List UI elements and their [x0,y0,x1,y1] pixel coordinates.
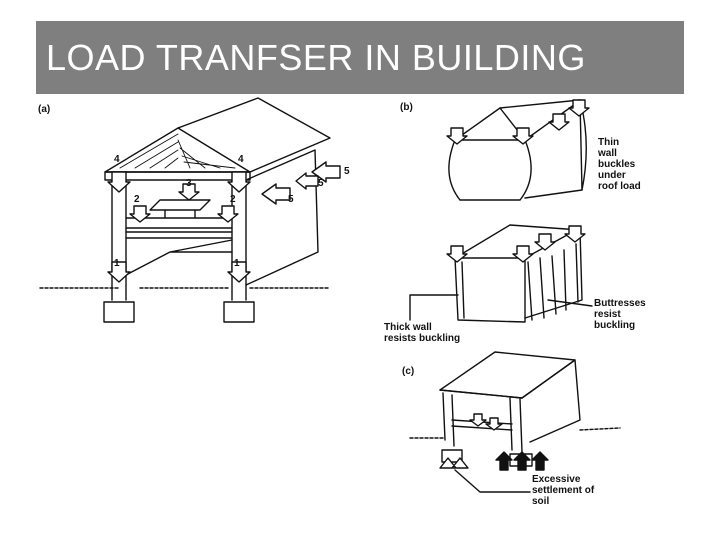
load-number: 5 [288,194,294,205]
buttresses-label: Buttresses resist buckling [594,298,646,331]
buckling-wall-drawing [409,99,593,323]
load-number: 1 [234,258,240,269]
load-number: 3 [186,178,192,189]
load-number: 2 [230,194,236,205]
title-bar: LOAD TRANFSER IN BUILDING [36,21,684,94]
load-number: 5 [344,166,350,177]
panel-b-label: (b) [400,102,413,113]
svg-text:settlement of: settlement of [532,485,595,496]
load-number: 4 [238,154,244,165]
panel-c-label: (c) [402,366,414,377]
load-number: 1 [114,258,120,269]
svg-text:wall: wall [597,148,617,159]
slide-title: LOAD TRANFSER IN BUILDING [46,37,586,78]
thick-wall-label: Thick wall resists buckling [384,322,460,344]
svg-text:soil: soil [532,496,549,507]
thin-wall-label: Thin wall buckles under roof load [597,137,641,192]
house-a-drawing [39,97,341,323]
load-number: 2 [134,194,140,205]
svg-text:resists buckling: resists buckling [384,333,460,344]
svg-text:under: under [598,170,626,181]
svg-text:resist: resist [594,309,621,320]
load-number: 4 [114,154,120,165]
svg-text:Thick wall: Thick wall [384,322,432,333]
svg-text:roof load: roof load [598,181,641,192]
svg-text:buckling: buckling [594,320,635,331]
settlement-label: Excessive settlement of soil [532,474,595,507]
svg-text:Excessive: Excessive [532,474,581,485]
panel-a-label: (a) [38,104,50,115]
svg-text:Thin: Thin [598,137,619,148]
svg-text:Buttresses: Buttresses [594,298,646,309]
settlement-drawing [409,351,621,493]
svg-text:buckles: buckles [598,159,636,170]
load-number: 5 [318,178,324,189]
